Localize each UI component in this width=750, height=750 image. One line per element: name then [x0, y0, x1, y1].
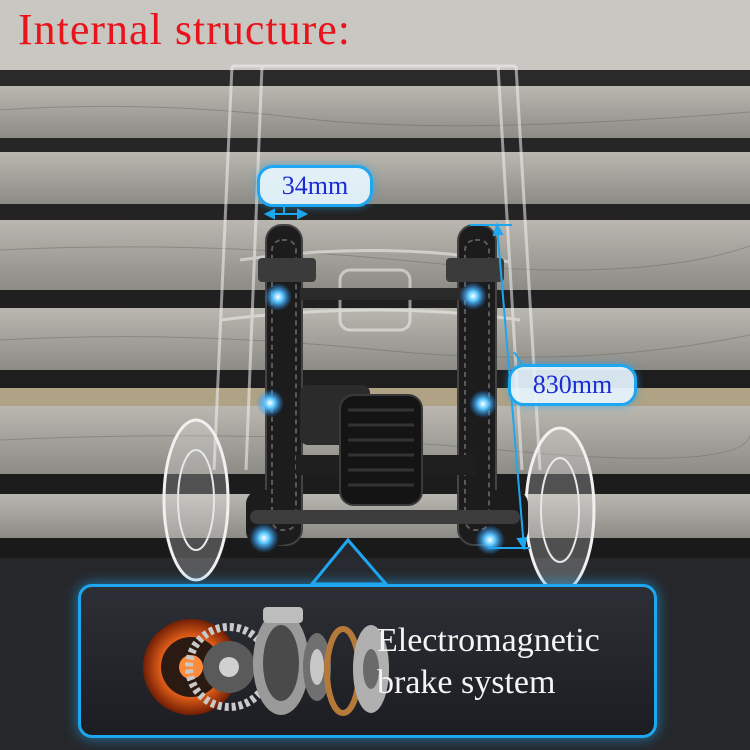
width-dimension	[263, 200, 309, 220]
brake-caption-line1: Electromagnetic	[377, 622, 600, 659]
brake-system-panel: Electromagnetic brake system	[78, 584, 657, 738]
wheel-right	[524, 426, 596, 594]
highlight-points	[249, 282, 505, 555]
brake-disc-hot-icon	[143, 619, 239, 715]
brake-caption: Electromagnetic brake system	[377, 620, 600, 704]
housing-icon	[253, 607, 309, 715]
page-title: Internal structure:	[18, 5, 351, 54]
brake-plate-icon	[353, 625, 389, 713]
motor-unit	[250, 288, 520, 524]
brake-caption-line2: brake system	[377, 664, 556, 701]
wheel-left	[162, 418, 230, 582]
rotor-icon	[303, 633, 331, 701]
height-dimension-label: 830mm	[508, 364, 637, 406]
width-dimension-label: 34mm	[257, 165, 373, 207]
brake-exploded-view	[143, 607, 389, 716]
